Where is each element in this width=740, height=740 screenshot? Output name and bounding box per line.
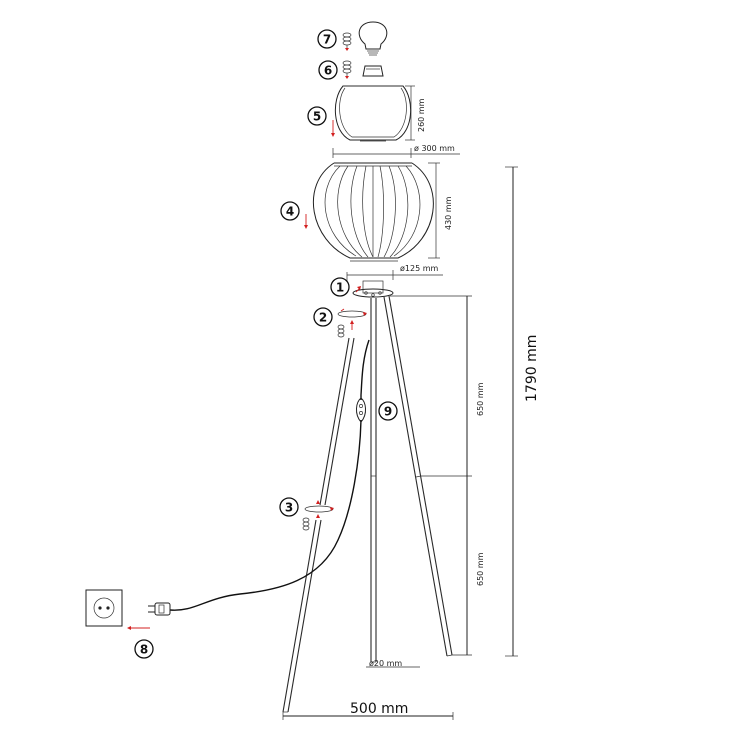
total-height-label: 1790 mm: [524, 335, 540, 402]
step-number: 6: [324, 64, 332, 78]
base-width-dimension: 500 mm: [282, 701, 454, 720]
step-badge-1: 1: [330, 277, 350, 297]
step-number: 5: [313, 110, 321, 124]
tripod-legs: [282, 295, 453, 713]
step-number: 4: [286, 205, 294, 219]
step-number: 1: [336, 281, 344, 295]
step-number: 8: [140, 643, 148, 657]
spring-icon: [342, 60, 352, 79]
leg-segment-dimension: 650 mm 650 mm: [390, 295, 485, 656]
step-badge-6: 6: [318, 60, 338, 80]
glass-diameter-dimension: ø 300 mm: [332, 144, 460, 158]
leg-coupling-3: [302, 500, 334, 531]
step-number: 7: [323, 33, 331, 47]
step-badge-4: 4: [280, 201, 300, 221]
plug-icon: [148, 602, 171, 616]
power-cable: [169, 339, 370, 611]
glass-diameter-label: ø 300 mm: [414, 144, 455, 153]
step-badge-9: 9: [378, 401, 398, 421]
tube-diameter-dimension: ø20 mm: [366, 659, 420, 668]
step-4-arrow: [304, 214, 308, 229]
shade-height-label: 430 mm: [444, 196, 453, 230]
tripod-hub: [352, 280, 394, 298]
step-number: 3: [285, 501, 293, 515]
socket-icon: [362, 65, 384, 77]
wall-outlet-icon: [85, 589, 123, 627]
base-width-label: 500 mm: [350, 701, 408, 717]
spring-icon: [342, 32, 352, 51]
glass-globe: [334, 85, 412, 142]
step-5-arrow: [331, 120, 335, 137]
step-badge-2: 2: [313, 307, 333, 327]
upper-leg-label: 650 mm: [476, 382, 485, 416]
step-badge-8: 8: [134, 639, 154, 659]
fitter-diameter-label: ø125 mm: [400, 264, 439, 273]
total-height-dimension: 1790 mm: [505, 166, 540, 657]
step-badge-5: 5: [307, 106, 327, 126]
tube-diameter-label: ø20 mm: [369, 659, 402, 668]
glass-height-dimension: 260 mm: [405, 85, 426, 141]
step-badge-3: 3: [279, 497, 299, 517]
step-number: 9: [384, 405, 392, 419]
step-badge-7: 7: [317, 29, 337, 49]
step-8-arrow: [127, 626, 150, 630]
leg-coupling-2: [337, 308, 367, 338]
shade-height-dimension: 430 mm: [428, 162, 453, 259]
switch-icon: [356, 397, 366, 423]
fitter-diameter-dimension: ø125 mm: [346, 264, 443, 282]
bulb-icon: [358, 21, 388, 56]
glass-height-label: 260 mm: [417, 98, 426, 132]
wire-shade: [312, 162, 434, 262]
lower-leg-label: 650 mm: [476, 552, 485, 586]
step-number: 2: [319, 311, 327, 325]
